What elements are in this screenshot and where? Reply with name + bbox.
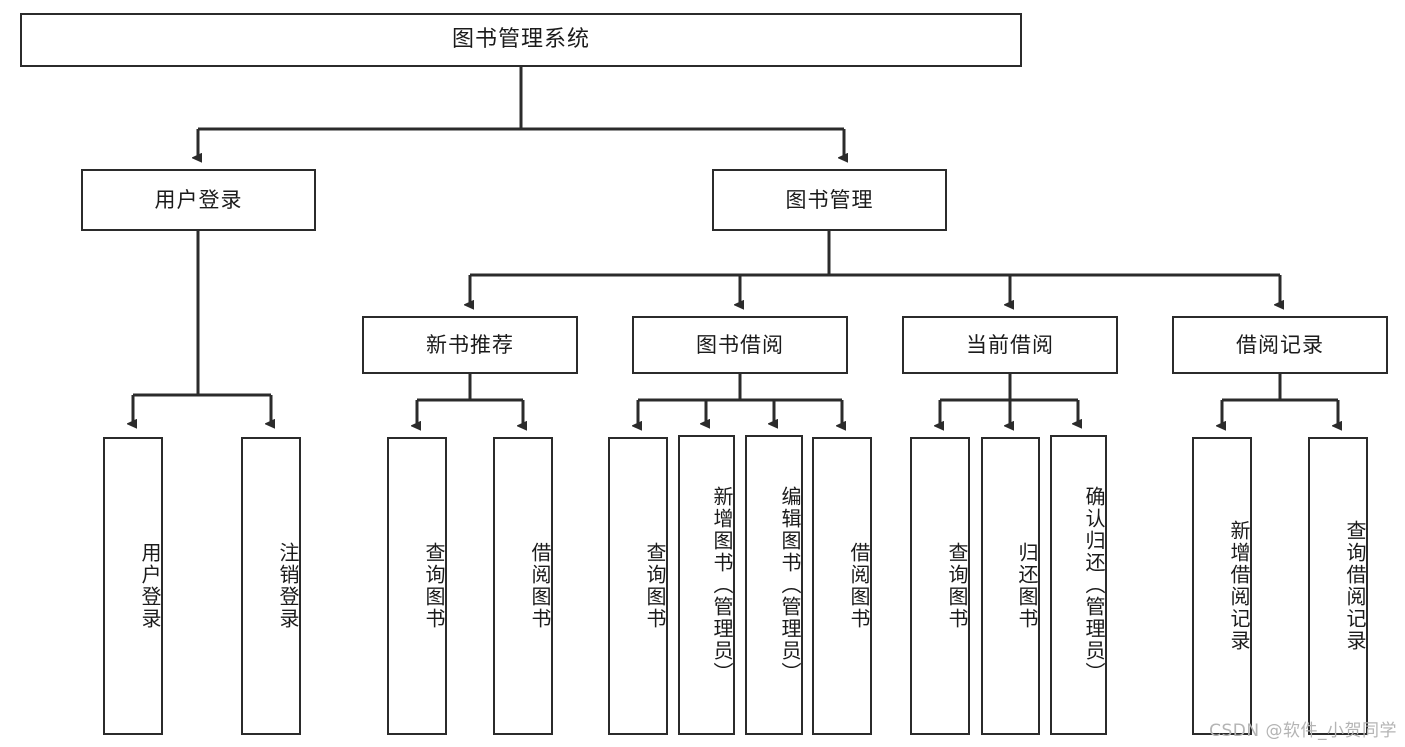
leaf-new-book-query-book[interactable]: 查询图书 <box>387 437 447 735</box>
leaf-label: 查询图书 <box>945 542 969 630</box>
leaf-label: 查询图书 <box>643 542 667 630</box>
leaf-current-borrow-confirm-return-admin[interactable]: 确认归还（管理员） <box>1050 435 1107 735</box>
leaf-label: 注销登录 <box>276 542 300 630</box>
node-borrow-record[interactable]: 借阅记录 <box>1172 316 1388 374</box>
node-current-borrow[interactable]: 当前借阅 <box>902 316 1118 374</box>
leaf-label: 查询借阅记录 <box>1343 520 1367 652</box>
node-user-login[interactable]: 用户登录 <box>81 169 316 231</box>
leaf-new-book-borrow-book[interactable]: 借阅图书 <box>493 437 553 735</box>
leaf-current-borrow-query-book[interactable]: 查询图书 <box>910 437 970 735</box>
node-new-book-recommend[interactable]: 新书推荐 <box>362 316 578 374</box>
node-book-borrow[interactable]: 图书借阅 <box>632 316 848 374</box>
leaf-book-borrow-edit-book-admin[interactable]: 编辑图书（管理员） <box>745 435 803 735</box>
leaf-label: 查询图书 <box>422 542 446 630</box>
csdn-watermark: CSDN @软件_小贺同学 <box>1209 721 1397 741</box>
leaf-user-login-logout[interactable]: 注销登录 <box>241 437 301 735</box>
node-book-management[interactable]: 图书管理 <box>712 169 947 231</box>
leaf-book-borrow-borrow-book[interactable]: 借阅图书 <box>812 437 872 735</box>
leaf-label: 借阅图书 <box>528 542 552 630</box>
leaf-label: 编辑图书（管理员） <box>778 486 802 684</box>
leaf-label: 确认归还（管理员） <box>1082 486 1106 684</box>
leaf-label: 归还图书 <box>1015 542 1039 630</box>
node-root-system[interactable]: 图书管理系统 <box>20 13 1022 67</box>
leaf-borrow-record-query-record[interactable]: 查询借阅记录 <box>1308 437 1368 735</box>
leaf-user-login-login[interactable]: 用户登录 <box>103 437 163 735</box>
leaf-label: 新增借阅记录 <box>1227 520 1251 652</box>
leaf-label: 借阅图书 <box>847 542 871 630</box>
leaf-borrow-record-add-record[interactable]: 新增借阅记录 <box>1192 437 1252 735</box>
leaf-book-borrow-query-book[interactable]: 查询图书 <box>608 437 668 735</box>
leaf-label: 用户登录 <box>138 542 162 630</box>
leaf-book-borrow-add-book-admin[interactable]: 新增图书（管理员） <box>678 435 735 735</box>
leaf-current-borrow-return-book[interactable]: 归还图书 <box>981 437 1040 735</box>
leaf-label: 新增图书（管理员） <box>710 486 734 684</box>
